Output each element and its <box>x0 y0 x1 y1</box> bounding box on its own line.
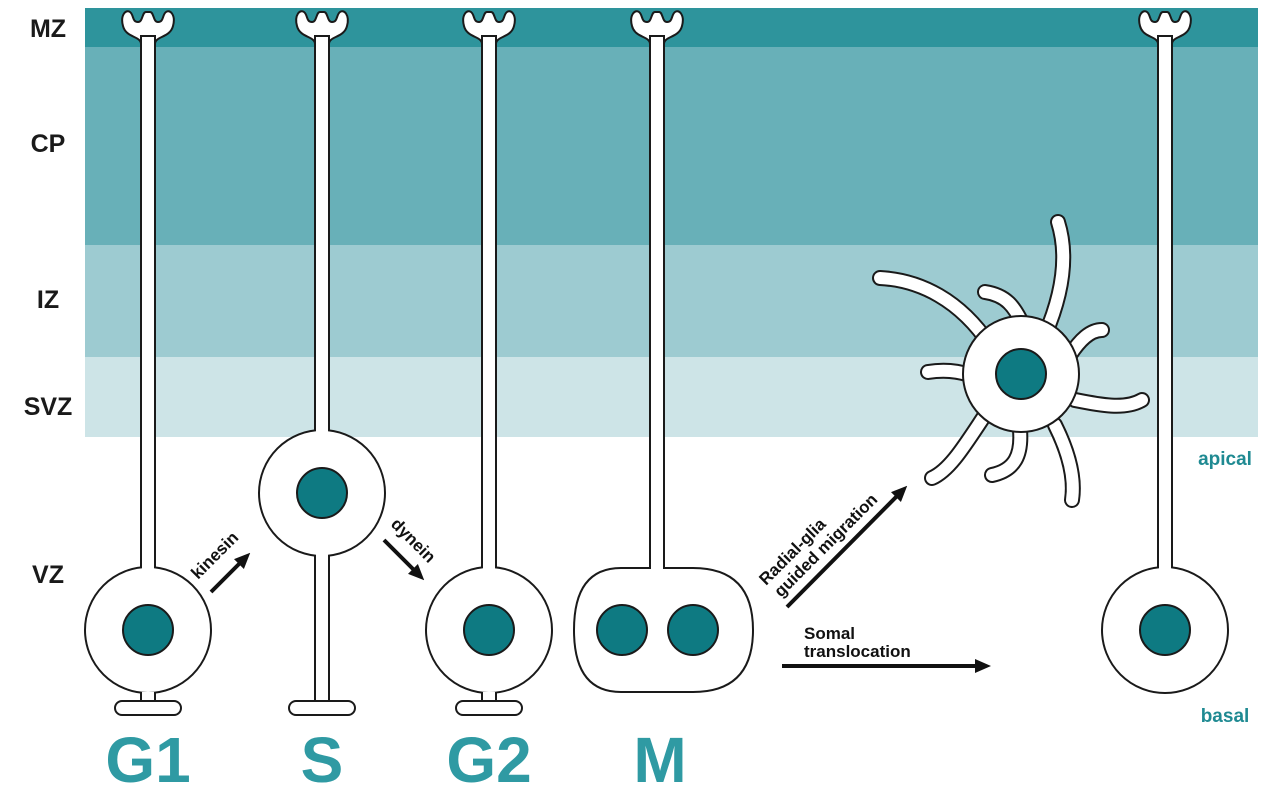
radial-fiber <box>1158 36 1172 566</box>
somal-translocation-label-2: translocation <box>804 642 911 661</box>
apical-label: apical <box>1198 449 1252 470</box>
phase-label-g2: G2 <box>446 724 531 785</box>
basal-label: basal <box>1201 706 1250 727</box>
zone-label-cp: CP <box>31 130 66 158</box>
zone-label-mz: MZ <box>30 15 66 43</box>
apical-process <box>315 553 329 703</box>
apical-endfoot <box>115 701 181 715</box>
radial-fiber <box>650 36 664 571</box>
phase-label-g1: G1 <box>105 724 190 785</box>
nucleus-right <box>668 605 718 655</box>
phase-label-s: S <box>301 724 344 785</box>
nucleus <box>996 349 1046 399</box>
somal-translocation-label-1: Somal <box>804 624 855 643</box>
radial-fiber <box>315 36 329 436</box>
zone-label-iz: IZ <box>37 286 59 314</box>
dynein-label: dynein <box>387 514 439 566</box>
nucleus <box>297 468 347 518</box>
radial-fiber <box>482 36 496 566</box>
phase-label-m: M <box>633 724 686 785</box>
radial-fiber <box>141 36 155 566</box>
zone-band-cp <box>85 47 1258 245</box>
kinesin-label: kinesin <box>187 528 242 583</box>
nucleus <box>1140 605 1190 655</box>
nucleus <box>464 605 514 655</box>
zone-label-svz: SVZ <box>24 393 73 421</box>
apical-endfoot <box>289 701 355 715</box>
zone-label-vz: VZ <box>32 561 64 589</box>
apical-endfoot <box>456 701 522 715</box>
nucleus <box>123 605 173 655</box>
nucleus-left <box>597 605 647 655</box>
